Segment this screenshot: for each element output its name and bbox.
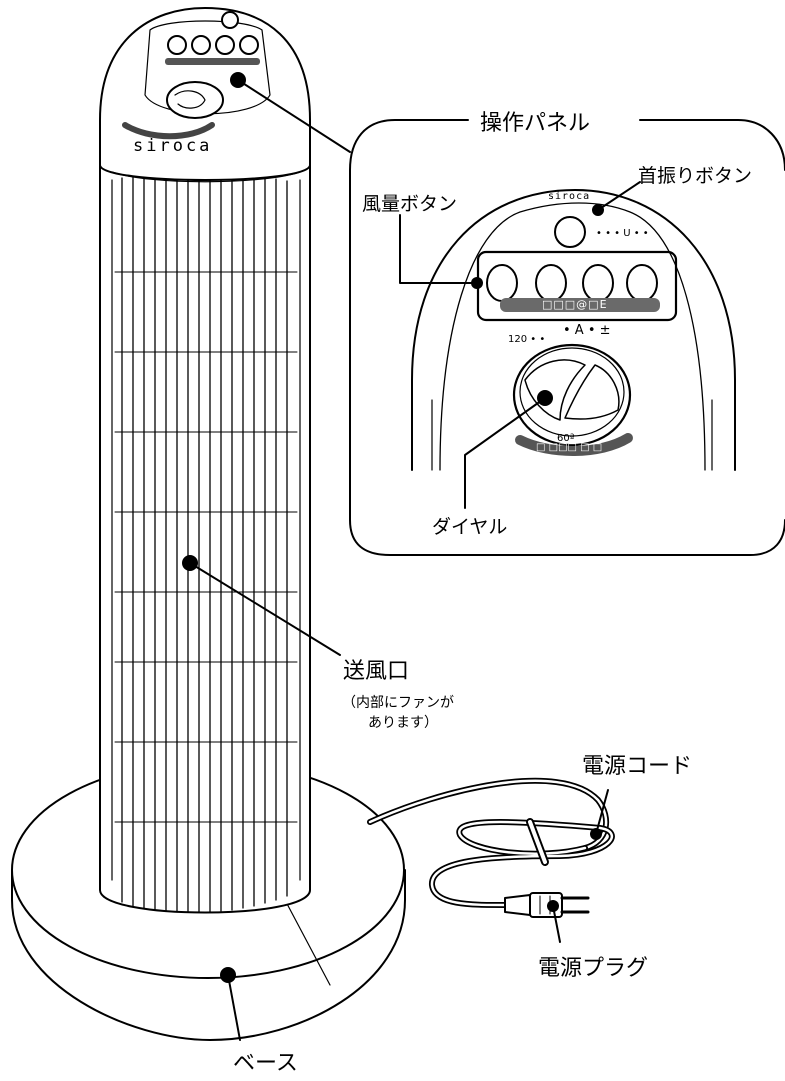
power-cord bbox=[367, 777, 615, 908]
label-base: ベース bbox=[233, 1051, 298, 1076]
leader-lines bbox=[189, 79, 641, 1041]
dial-bottom-text: 60ª bbox=[557, 433, 575, 444]
label-swing-button: 首振りボタン bbox=[638, 165, 753, 187]
label-dial: ダイヤル bbox=[432, 516, 508, 538]
leader-dots bbox=[182, 72, 604, 983]
label-air-outlet-note-1: （内部にファンが bbox=[342, 695, 454, 711]
label-power-plug: 電源プラグ bbox=[538, 956, 649, 981]
head-buttons bbox=[165, 11, 260, 65]
dial-strip-text: □ □□□ □ □ bbox=[536, 442, 603, 453]
fan-head bbox=[99, 7, 311, 183]
power-plug-shape bbox=[504, 892, 590, 918]
swing-indicator-text: • • • U • • bbox=[596, 228, 649, 239]
label-control-panel: 操作パネル bbox=[474, 105, 597, 137]
brand-logo: siroca bbox=[133, 136, 213, 156]
air-outlet-grille bbox=[114, 172, 298, 913]
panel-brand-logo: siroca bbox=[548, 191, 591, 202]
head-dial bbox=[122, 81, 224, 140]
label-speed-button: 風量ボタン bbox=[362, 193, 458, 215]
tower-body bbox=[99, 119, 311, 914]
dial-left-text: 120 • • bbox=[508, 334, 546, 345]
dial-marks-text: • A • ± bbox=[563, 323, 611, 338]
label-power-cord: 電源コード bbox=[582, 754, 693, 779]
button-strip-text: □□□@□E bbox=[542, 298, 608, 311]
panel-callout bbox=[349, 119, 785, 556]
label-air-outlet-note-2: あります） bbox=[368, 715, 438, 731]
label-air-outlet: 送風口 bbox=[343, 659, 410, 684]
